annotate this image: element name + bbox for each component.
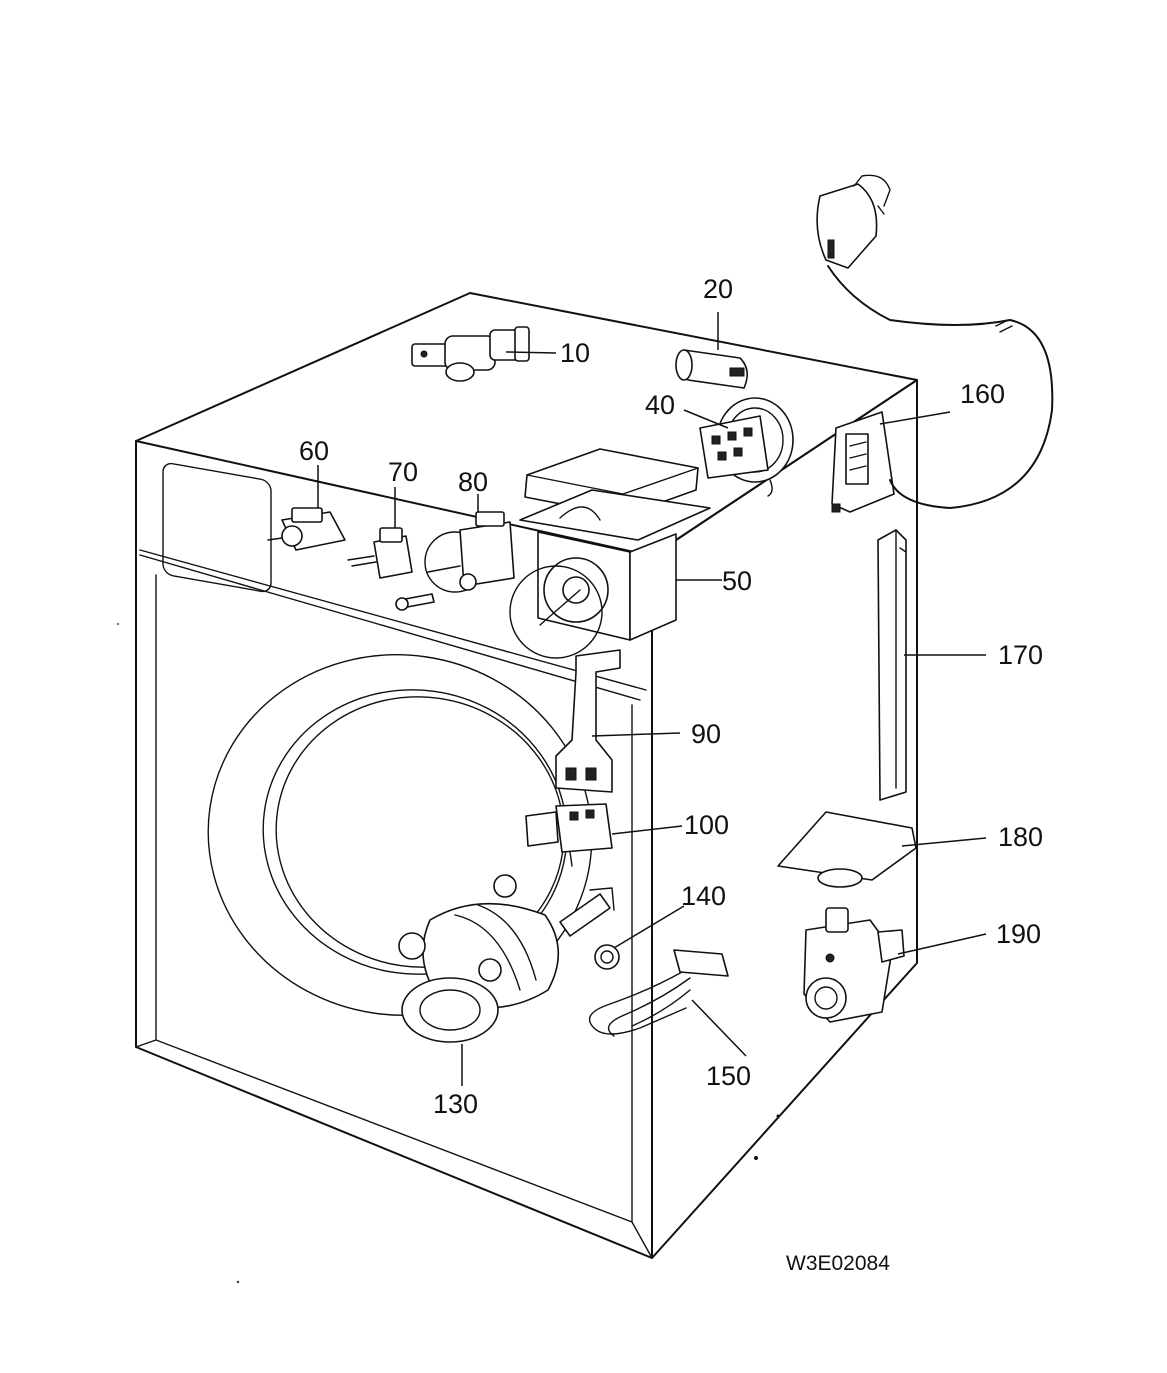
- callout-labels: 10 20 40 50 60 70 80 90 100 130 140 150 …: [299, 274, 1043, 1275]
- support-plate-part: [777, 811, 987, 888]
- callout-170: 170: [998, 640, 1043, 670]
- terminal-block-part: [831, 411, 951, 513]
- callout-190: 190: [996, 919, 1041, 949]
- callout-160: 160: [960, 379, 1005, 409]
- capacitor-part: [675, 312, 748, 389]
- callout-10: 10: [560, 338, 590, 368]
- mains-cable: [816, 174, 1054, 509]
- callout-130: 130: [433, 1089, 478, 1119]
- channel-profile-part: [877, 529, 986, 801]
- callout-50: 50: [722, 566, 752, 596]
- callout-80: 80: [458, 467, 488, 497]
- callout-180: 180: [998, 822, 1043, 852]
- drawing-code: W3E02084: [786, 1252, 890, 1275]
- callout-140: 140: [681, 881, 726, 911]
- washer-cabinet: [135, 292, 918, 1259]
- callout-40: 40: [645, 390, 675, 420]
- callout-90: 90: [691, 719, 721, 749]
- switch-part: [395, 494, 515, 611]
- callout-150: 150: [706, 1061, 751, 1091]
- callout-70: 70: [388, 457, 418, 487]
- callout-100: 100: [684, 810, 729, 840]
- programmer-timer-part: [509, 448, 722, 659]
- grommet-part: [594, 905, 685, 970]
- drain-pump-part: [803, 907, 987, 1023]
- pressure-switch-part: [683, 397, 794, 497]
- inlet-valve-part: [411, 326, 557, 382]
- callout-20: 20: [703, 274, 733, 304]
- interlock-bracket-part: [555, 649, 681, 793]
- callout-60: 60: [299, 436, 329, 466]
- connector-part: [347, 487, 413, 579]
- scan-speckles: [117, 623, 780, 1284]
- interference-filter-part: [267, 465, 346, 551]
- door-lock-part: [525, 803, 683, 867]
- motor-part: [398, 874, 615, 1086]
- heating-element-part: [588, 949, 747, 1057]
